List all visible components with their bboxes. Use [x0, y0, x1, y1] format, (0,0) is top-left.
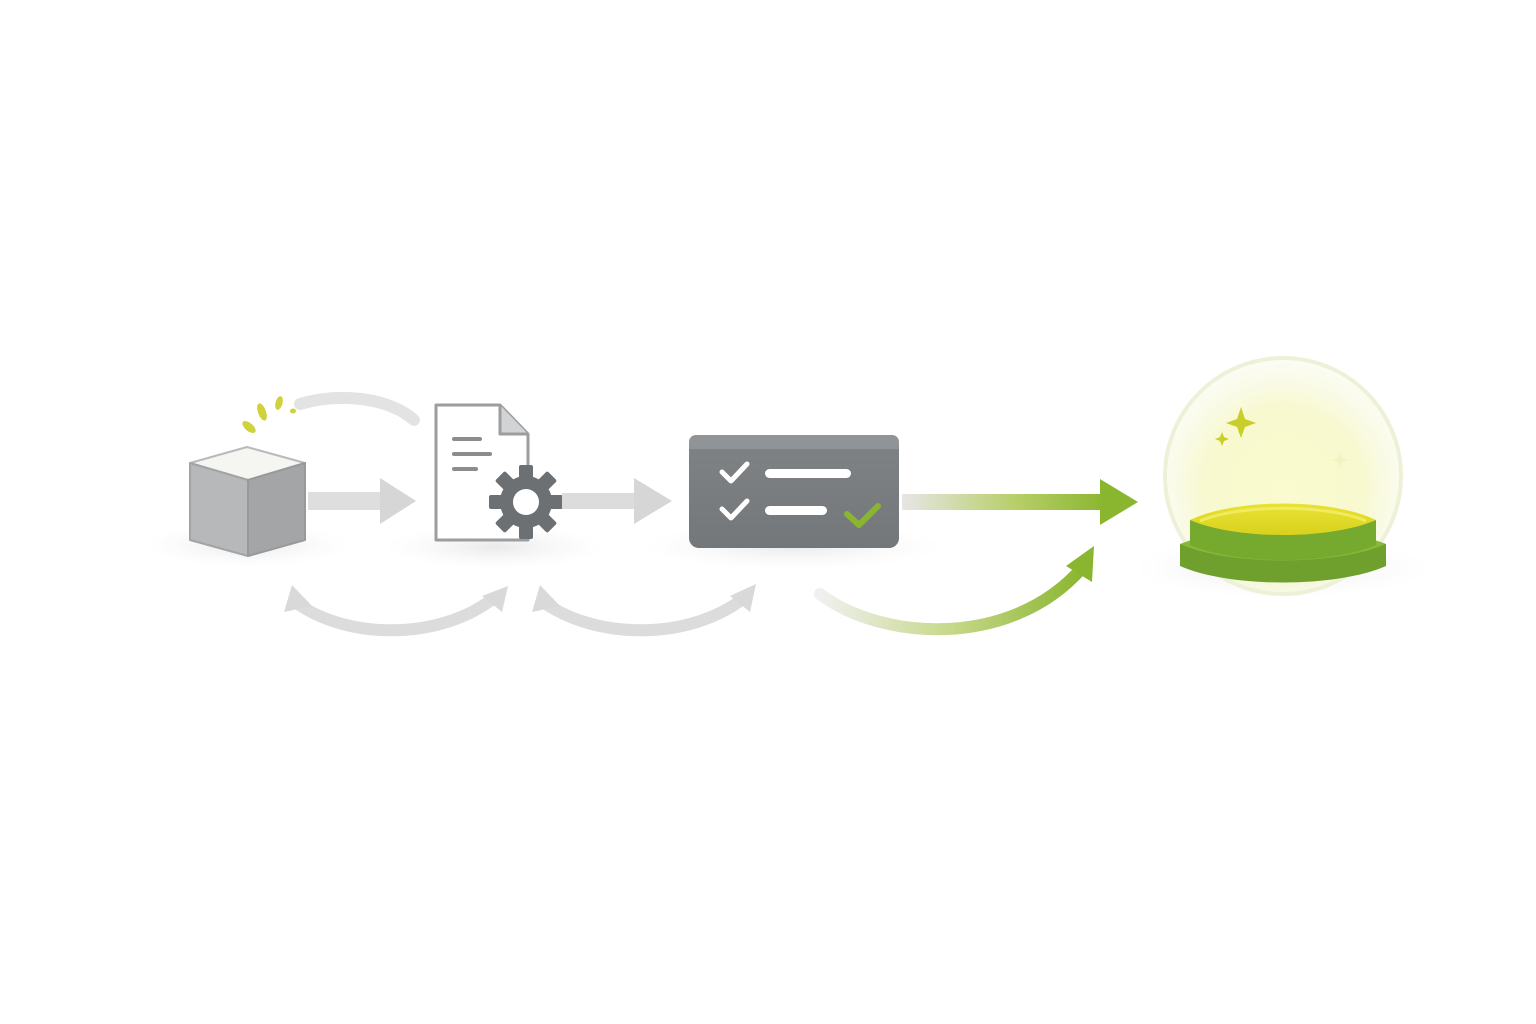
- check-accent-icon: [844, 503, 881, 528]
- sparkle-icon: [1215, 407, 1256, 446]
- feedback-curve-panel-to-document: [532, 584, 756, 637]
- cube-icon: [189, 446, 306, 557]
- arrow-cube-to-document: [308, 478, 416, 524]
- glowing-platform-icon: [1163, 356, 1403, 596]
- arrow-document-to-panel: [562, 478, 672, 524]
- sparkle-accent-icon: [242, 396, 296, 433]
- document-gear-icon: [434, 403, 563, 542]
- platform-base: [1180, 503, 1386, 583]
- gear-icon: [489, 465, 563, 539]
- curved-arrow-panel-to-result: [814, 546, 1094, 636]
- curved-top-connector: [294, 391, 420, 426]
- arrow-panel-to-result: [902, 479, 1138, 525]
- check-item-1: [719, 461, 851, 484]
- sparkle-faint-icon: [1332, 452, 1348, 468]
- feedback-curve-document-to-cube: [284, 585, 508, 637]
- checklist-panel-icon: [689, 435, 899, 548]
- check-item-2: [719, 498, 827, 521]
